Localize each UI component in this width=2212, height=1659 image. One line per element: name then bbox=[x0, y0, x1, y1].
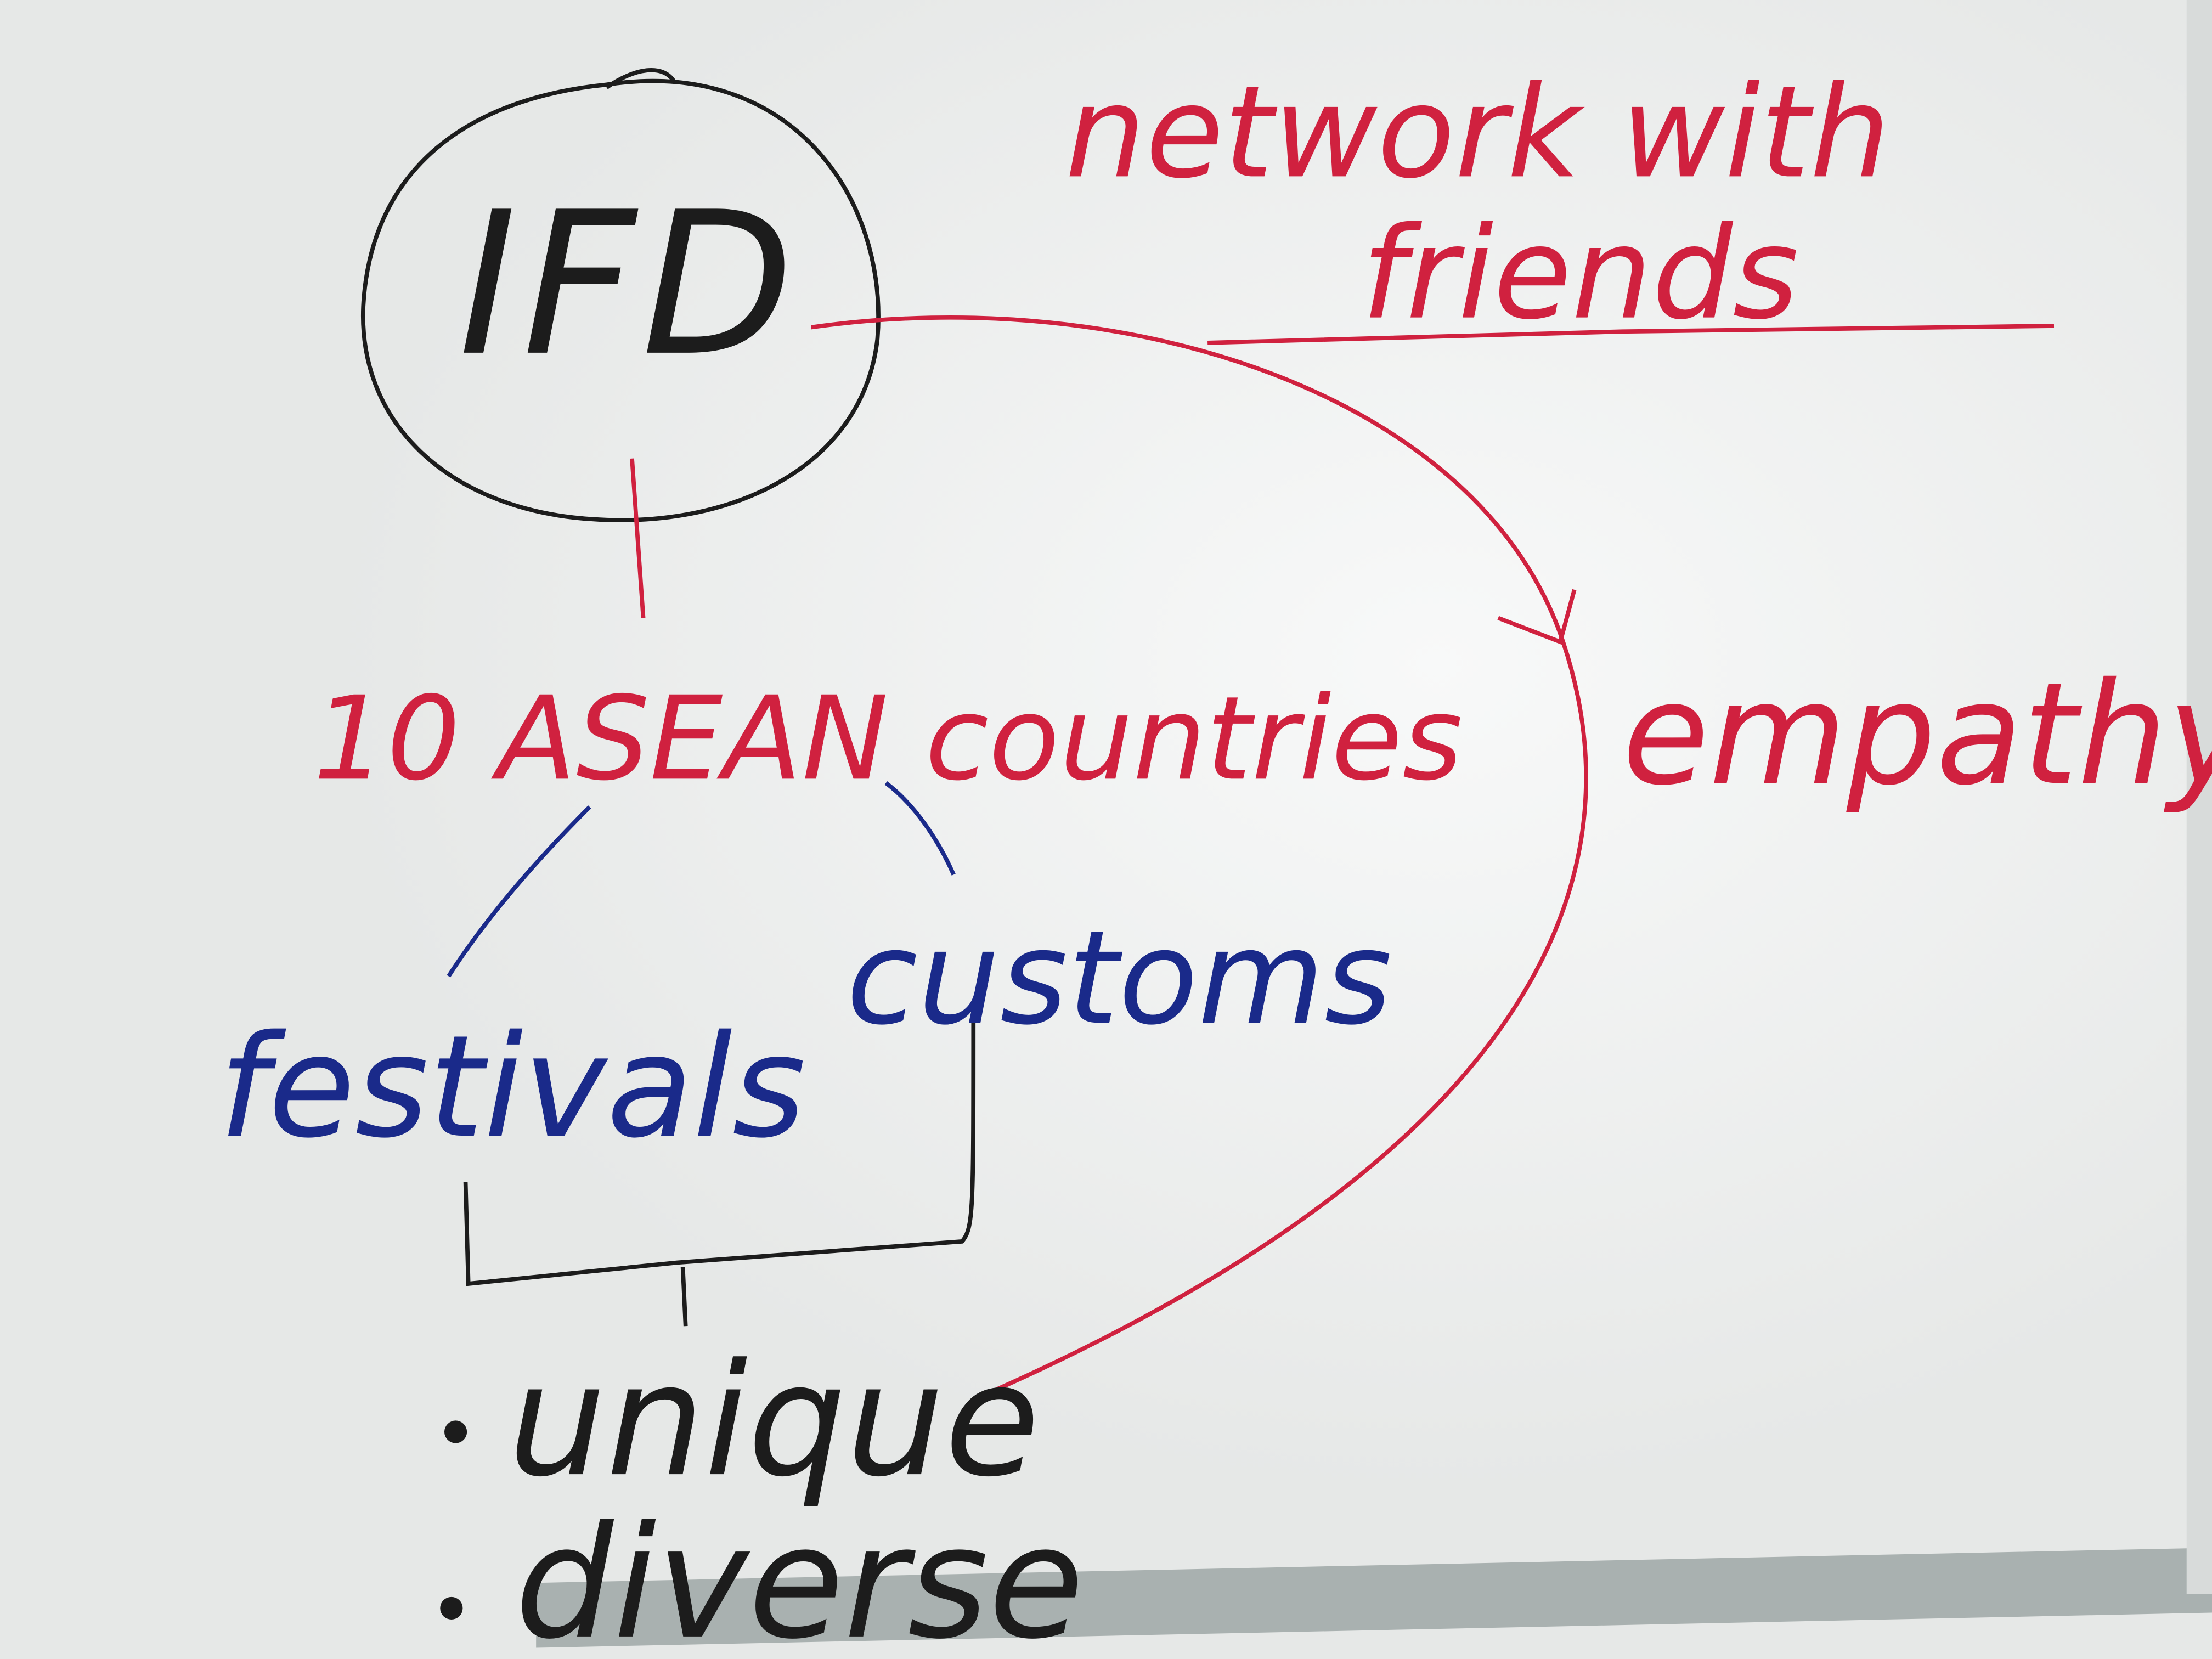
asean-to-customs-line bbox=[884, 781, 956, 876]
blue-connectors bbox=[447, 781, 956, 978]
ifd-to-asean-line bbox=[630, 458, 646, 618]
bullet-icon bbox=[440, 1596, 463, 1620]
bullet-icon bbox=[444, 1420, 467, 1443]
network-label-line1: network with bbox=[1065, 58, 1890, 206]
bracket bbox=[463, 1023, 976, 1286]
arrow-head-icon bbox=[1497, 589, 1577, 645]
network-label-line2: friends bbox=[1361, 200, 1798, 348]
empathy-label: empathy bbox=[1622, 652, 2212, 816]
red-connectors bbox=[630, 315, 2055, 1399]
ifd-node: IFD bbox=[361, 68, 881, 522]
network-underline bbox=[1207, 324, 2055, 345]
bracket-connector bbox=[463, 1023, 976, 1327]
bullet-diverse: diverse bbox=[515, 1492, 1084, 1659]
board-frame-right bbox=[2186, 0, 2212, 1594]
bracket-stem bbox=[680, 1266, 688, 1327]
ifd-label: IFD bbox=[459, 170, 799, 399]
festivals-label: festivals bbox=[219, 1005, 806, 1169]
bullet-list: unique diverse bbox=[440, 1330, 1084, 1659]
asean-to-festivals-line bbox=[447, 805, 591, 978]
bullet-unique: unique bbox=[508, 1330, 1040, 1511]
customs-label: customs bbox=[847, 902, 1392, 1053]
ifd-circle bbox=[361, 68, 881, 522]
curve-to-empathy bbox=[811, 315, 1588, 1399]
board-tray bbox=[536, 1548, 2212, 1648]
